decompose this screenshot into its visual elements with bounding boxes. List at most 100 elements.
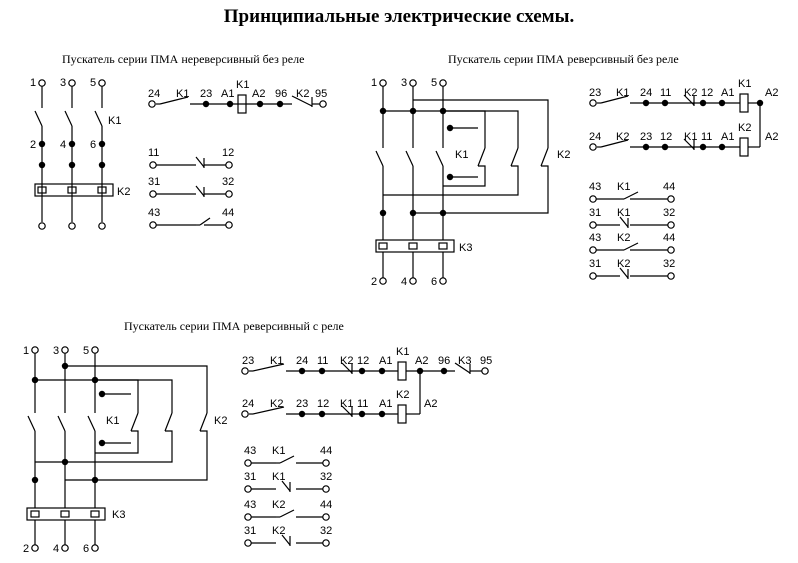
- terminal-circle: [322, 539, 330, 547]
- junction-dot: [440, 367, 448, 375]
- wire: [195, 156, 205, 168]
- terminal-circle: [667, 221, 675, 229]
- label-K1: K1: [616, 87, 629, 99]
- label-t4: 4: [53, 543, 59, 555]
- label-n96: 96: [438, 355, 450, 367]
- label-t5: 5: [83, 345, 89, 357]
- wire: [619, 216, 629, 228]
- wire: [279, 455, 295, 464]
- label-n23: 23: [296, 398, 308, 410]
- wire: [95, 379, 139, 413]
- wire: [341, 405, 353, 417]
- terminal-circle: [439, 277, 447, 285]
- label-n43: 43: [244, 445, 256, 457]
- thermal-element: [37, 186, 47, 194]
- label-n32: 32: [663, 207, 675, 219]
- wire: [619, 267, 629, 279]
- label-K2: K2: [117, 186, 130, 198]
- label-K1: K1: [738, 78, 751, 90]
- wire: [375, 150, 384, 167]
- junction-dot: [38, 140, 46, 148]
- label-n43: 43: [148, 207, 160, 219]
- label-n44: 44: [320, 499, 332, 511]
- label-n24: 24: [148, 88, 160, 100]
- terminal-circle: [98, 222, 106, 230]
- terminal-circle: [241, 410, 249, 418]
- wire: [383, 165, 519, 196]
- label-K1: K1: [396, 346, 409, 358]
- label-n12: 12: [701, 87, 713, 99]
- label-t5: 5: [431, 77, 437, 89]
- wire: [57, 415, 66, 432]
- terminal-circle: [322, 485, 330, 493]
- label-t2: 2: [371, 276, 377, 288]
- junction-dot: [378, 367, 386, 375]
- label-K2: K2: [738, 122, 751, 134]
- junction-dot: [699, 99, 707, 107]
- label-K1: K1: [617, 181, 630, 193]
- label-A1: A1: [221, 88, 234, 100]
- junction-dot: [68, 140, 76, 148]
- junction-dot: [661, 99, 669, 107]
- label-n11: 11: [357, 398, 368, 410]
- terminal-circle: [379, 79, 387, 87]
- label-t1: 1: [371, 77, 377, 89]
- label-K1: K1: [617, 207, 630, 219]
- thermal-element: [97, 186, 107, 194]
- label-n24: 24: [242, 398, 254, 410]
- label-t3: 3: [53, 345, 59, 357]
- label-n31: 31: [148, 176, 160, 188]
- wire: [64, 110, 73, 127]
- thermal-relay-block: [34, 183, 114, 197]
- label-K1: K1: [176, 88, 189, 100]
- wire: [510, 147, 519, 167]
- junction-dot: [31, 476, 39, 484]
- label-A1: A1: [379, 398, 392, 410]
- wire: [600, 139, 629, 148]
- label-n11: 11: [148, 147, 159, 159]
- wire: [623, 191, 639, 200]
- label-K2: K2: [272, 525, 285, 537]
- label-n23: 23: [242, 355, 254, 367]
- label-n95: 95: [315, 88, 327, 100]
- label-n32: 32: [222, 176, 234, 188]
- junction-dot: [699, 143, 707, 151]
- label-A2: A2: [424, 398, 437, 410]
- label-n31: 31: [589, 207, 601, 219]
- label-n96: 96: [275, 88, 287, 100]
- label-A1: A1: [379, 355, 392, 367]
- label-K2: K2: [557, 149, 570, 161]
- terminal-circle: [667, 246, 675, 254]
- terminal-circle: [319, 100, 327, 108]
- terminal-circle: [31, 544, 39, 552]
- label-n23: 23: [200, 88, 212, 100]
- wire: [291, 95, 313, 107]
- label-K1: K1: [270, 355, 283, 367]
- label-n31: 31: [244, 471, 256, 483]
- label-K3: K3: [459, 242, 472, 254]
- label-n12: 12: [222, 147, 234, 159]
- caption-nonreversing: Пускатель серии ПМА нереверсивный без ре…: [62, 52, 305, 66]
- wire: [443, 165, 486, 187]
- terminal-circle: [244, 539, 252, 547]
- terminal-circle: [68, 222, 76, 230]
- thermal-relay-block: [26, 507, 106, 521]
- wire: [281, 480, 291, 492]
- label-A2: A2: [415, 355, 428, 367]
- wire: [477, 147, 486, 167]
- label-K2: K2: [214, 415, 227, 427]
- label-A1: A1: [721, 87, 734, 99]
- label-K2: K2: [272, 499, 285, 511]
- terminal-circle: [38, 79, 46, 87]
- label-n32: 32: [320, 525, 332, 537]
- label-n12: 12: [660, 131, 672, 143]
- terminal-circle: [481, 367, 489, 375]
- wire: [413, 99, 549, 148]
- label-K2: K2: [270, 398, 283, 410]
- label-K2: K2: [296, 88, 309, 100]
- label-n95: 95: [480, 355, 492, 367]
- wire: [454, 362, 471, 374]
- terminal-circle: [589, 143, 597, 151]
- label-K2: K2: [617, 258, 630, 270]
